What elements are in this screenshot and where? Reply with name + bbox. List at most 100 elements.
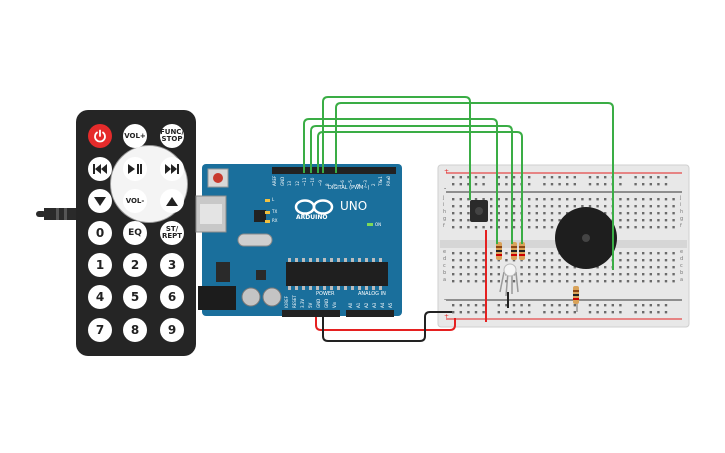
breadboard-hole[interactable] [459, 311, 462, 314]
rewind-button[interactable] [88, 157, 112, 181]
breadboard-hole[interactable] [642, 176, 645, 179]
breadboard-hole[interactable] [452, 304, 455, 307]
breadboard-hole[interactable] [642, 212, 645, 215]
breadboard-hole[interactable] [528, 219, 531, 222]
breadboard-hole[interactable] [672, 273, 675, 276]
breadboard-hole[interactable] [619, 252, 622, 255]
breadboard-hole[interactable] [550, 311, 554, 314]
breadboard-hole[interactable] [634, 259, 637, 262]
breadboard-hole[interactable] [535, 252, 538, 255]
fast-forward-button[interactable] [160, 157, 184, 181]
breadboard-hole[interactable] [535, 280, 538, 283]
breadboard-hole[interactable] [474, 252, 478, 255]
breadboard-hole[interactable] [611, 280, 614, 283]
breadboard-hole[interactable] [535, 273, 538, 276]
breadboard-hole[interactable] [482, 259, 485, 262]
breadboard-hole[interactable] [482, 280, 485, 283]
breadboard-hole[interactable] [497, 205, 500, 208]
breadboard-hole[interactable] [543, 259, 546, 262]
breadboard-hole[interactable] [512, 219, 516, 222]
breadboard-hole[interactable] [558, 176, 561, 179]
breadboard-hole[interactable] [459, 273, 462, 276]
breadboard-hole[interactable] [497, 280, 500, 283]
breadboard-hole[interactable] [634, 304, 637, 307]
breadboard-hole[interactable] [642, 259, 645, 262]
breadboard-hole[interactable] [512, 212, 516, 215]
breadboard-hole[interactable] [619, 280, 622, 283]
breadboard-hole[interactable] [588, 273, 592, 276]
breadboard-hole[interactable] [490, 280, 493, 283]
breadboard-hole[interactable] [672, 280, 675, 283]
breadboard-hole[interactable] [490, 226, 493, 229]
breadboard-hole[interactable] [452, 205, 455, 208]
breadboard-hole[interactable] [459, 266, 462, 269]
breadboard-hole[interactable] [642, 205, 645, 208]
breadboard-hole[interactable] [467, 183, 470, 186]
breadboard-hole[interactable] [535, 205, 538, 208]
breadboard-hole[interactable] [634, 226, 637, 229]
breadboard-hole[interactable] [657, 304, 660, 307]
breadboard-hole[interactable] [619, 226, 622, 229]
breadboard-hole[interactable] [634, 252, 637, 255]
breadboard-hole[interactable] [604, 273, 607, 276]
breadboard-hole[interactable] [467, 304, 470, 307]
breadboard-hole[interactable] [512, 280, 516, 283]
breadboard-hole[interactable] [474, 259, 478, 262]
breadboard-hole[interactable] [672, 226, 675, 229]
breadboard-hole[interactable] [566, 304, 569, 307]
breadboard-hole[interactable] [611, 273, 614, 276]
breadboard-hole[interactable] [543, 176, 546, 179]
breadboard-hole[interactable] [535, 226, 538, 229]
breadboard-hole[interactable] [482, 198, 485, 201]
breadboard-hole[interactable] [467, 311, 470, 314]
breadboard-hole[interactable] [566, 205, 569, 208]
breadboard-hole[interactable] [543, 183, 546, 186]
breadboard-hole[interactable] [550, 259, 554, 262]
breadboard-hole[interactable] [459, 219, 462, 222]
breadboard-hole[interactable] [649, 212, 652, 215]
breadboard-hole[interactable] [467, 259, 470, 262]
digit-1-button[interactable]: 1 [88, 253, 112, 277]
breadboard-hole[interactable] [474, 304, 478, 307]
breadboard-hole[interactable] [512, 311, 516, 314]
breadboard-hole[interactable] [497, 259, 500, 262]
breadboard-hole[interactable] [626, 259, 630, 262]
breadboard-hole[interactable] [672, 252, 675, 255]
breadboard-hole[interactable] [588, 198, 592, 201]
breadboard-hole[interactable] [512, 226, 516, 229]
power-button[interactable] [88, 124, 112, 148]
breadboard-hole[interactable] [596, 304, 599, 307]
breadboard-hole[interactable] [657, 183, 660, 186]
breadboard-hole[interactable] [649, 280, 652, 283]
breadboard-hole[interactable] [657, 280, 660, 283]
breadboard-hole[interactable] [634, 176, 637, 179]
breadboard-hole[interactable] [664, 205, 668, 208]
breadboard-hole[interactable] [619, 304, 622, 307]
breadboard-hole[interactable] [490, 259, 493, 262]
breadboard-hole[interactable] [505, 252, 508, 255]
breadboard-hole[interactable] [664, 259, 668, 262]
breadboard-hole[interactable] [588, 183, 592, 186]
breadboard-hole[interactable] [535, 198, 538, 201]
breadboard-hole[interactable] [497, 273, 500, 276]
breadboard-hole[interactable] [550, 252, 554, 255]
breadboard-hole[interactable] [672, 205, 675, 208]
breadboard-hole[interactable] [452, 226, 455, 229]
breadboard-hole[interactable] [452, 273, 455, 276]
breadboard-hole[interactable] [467, 280, 470, 283]
breadboard-hole[interactable] [657, 205, 660, 208]
breadboard-hole[interactable] [467, 252, 470, 255]
breadboard-hole[interactable] [452, 212, 455, 215]
breadboard-hole[interactable] [634, 280, 637, 283]
breadboard-hole[interactable] [588, 280, 592, 283]
breadboard-hole[interactable] [626, 219, 630, 222]
digit-7-button[interactable]: 7 [88, 318, 112, 342]
breadboard-hole[interactable] [452, 176, 455, 179]
breadboard-hole[interactable] [520, 311, 523, 314]
breadboard-hole[interactable] [642, 304, 645, 307]
breadboard-hole[interactable] [619, 273, 622, 276]
breadboard-hole[interactable] [566, 176, 569, 179]
breadboard-hole[interactable] [528, 259, 531, 262]
breadboard-hole[interactable] [482, 252, 485, 255]
breadboard-hole[interactable] [497, 183, 500, 186]
